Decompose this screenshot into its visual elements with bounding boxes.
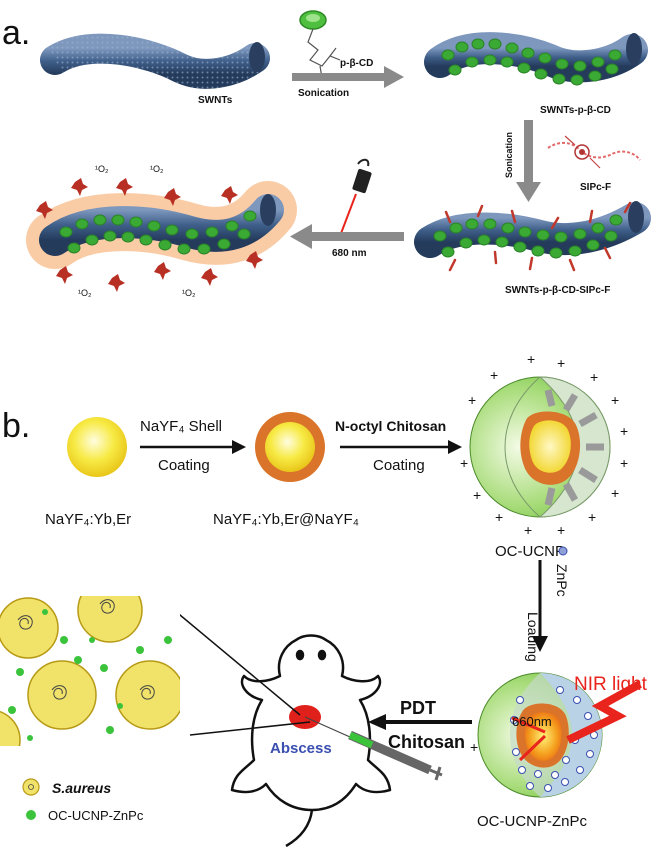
step1-bottom-label: Coating <box>158 457 210 474</box>
svg-text:+: + <box>620 423 628 439</box>
loading-label: Loading <box>525 612 541 662</box>
svg-text:+: + <box>527 351 535 367</box>
core-particle <box>67 417 127 477</box>
panel-b-label: b. <box>2 407 30 445</box>
svg-text:+: + <box>588 509 596 525</box>
svg-text:+: + <box>473 487 481 503</box>
nir-label: NIR light <box>574 674 648 695</box>
svg-text:+: + <box>557 355 565 371</box>
swnts-label: SWNTs <box>198 95 233 106</box>
zoom-line-top <box>167 604 301 716</box>
sonication-arrow-2 <box>516 120 541 202</box>
chitosan-label: Chitosan <box>388 732 465 752</box>
sonication-1-label: Sonication <box>298 88 349 99</box>
cd-molecule-icon <box>299 10 341 79</box>
svg-text:+: + <box>557 522 565 538</box>
swnts-cd-label: SWNTs-p-β-CD <box>540 105 611 116</box>
bacteria-inset <box>0 596 180 746</box>
singlet-oxygen-2: ¹O₂ <box>150 164 164 174</box>
coreshell-particle <box>255 412 325 482</box>
singlet-oxygen-3: ¹O₂ <box>78 288 92 298</box>
shell-coating-arrow <box>140 440 246 454</box>
svg-text:+: + <box>495 509 503 525</box>
product-label: SWNTs-p-β-CD-SIPc-F <box>505 285 610 296</box>
legend-saureus-icon <box>22 778 40 796</box>
swnt-cd <box>424 32 648 86</box>
sipc-label: SIPc-F <box>580 182 611 193</box>
svg-text:+: + <box>611 392 619 408</box>
nir-light-icon <box>566 680 642 744</box>
chitosan-coating-arrow <box>340 440 462 454</box>
svg-text:+: + <box>620 455 628 471</box>
pdt-arrow <box>368 714 472 730</box>
ocucnp-label: OC-UCNP <box>495 543 565 560</box>
cd-label: p-β-CD <box>340 58 373 69</box>
core-label: NaYF₄:Yb,Er <box>45 511 131 528</box>
panel-a-label: a. <box>2 14 30 52</box>
svg-text:+: + <box>468 392 476 408</box>
legend-saureus-label: S.aureus <box>52 780 111 796</box>
svg-text:+: + <box>590 369 598 385</box>
svg-text:+: + <box>490 367 498 383</box>
ocucnp-znpc-sphere <box>477 672 603 798</box>
step2-bottom-label: Coating <box>373 457 425 474</box>
zoom-line-bottom <box>189 721 311 736</box>
final-label: OC-UCNP-ZnPc <box>477 813 588 830</box>
abscess-label: Abscess <box>270 740 332 757</box>
zinc-dot-icon <box>558 546 568 556</box>
singlet-oxygen-1: ¹O₂ <box>95 164 109 174</box>
swnt-activated <box>26 178 297 292</box>
svg-text:+: + <box>524 522 532 538</box>
ocucnp-charges: + + + + + + + + + + + + + + + <box>460 351 628 538</box>
swnt-cd-sipc <box>414 201 651 272</box>
laser-icon <box>339 158 372 237</box>
sonication-arrow-1 <box>292 66 404 88</box>
sonication-2-label: Sonication <box>504 132 514 178</box>
legend-ocucnp-label: OC-UCNP-ZnPc <box>48 808 144 823</box>
singlet-oxygen-4: ¹O₂ <box>182 288 196 298</box>
wavelength-660-label: 660nm <box>512 714 552 729</box>
ocucnp-sphere <box>469 376 611 518</box>
svg-text:+: + <box>611 485 619 501</box>
zinc-label: ZnPc <box>554 564 570 597</box>
pdt-label: PDT <box>400 698 436 718</box>
syringe-icon <box>304 716 443 781</box>
wavelength-680-label: 680 nm <box>332 248 367 259</box>
step1-top-label: NaYF₄ Shell <box>140 418 222 435</box>
legend: S.aureus OC-UCNP-ZnPc <box>22 778 144 823</box>
singlet-oxygen-labels: ¹O₂ ¹O₂ ¹O₂ ¹O₂ <box>78 164 196 298</box>
sipc-molecule-icon <box>547 135 641 169</box>
loading-arrow <box>532 560 548 652</box>
svg-text:+: + <box>460 455 468 471</box>
step2-top-label: N-octyl Chitosan <box>335 418 446 434</box>
coreshell-label: NaYF₄:Yb,Er@NaYF₄ <box>213 511 359 528</box>
swnt-bare <box>40 33 270 89</box>
legend-ocucnp-icon <box>26 810 36 820</box>
light-arrow <box>290 224 404 249</box>
chitosan-plus: + <box>470 739 478 755</box>
